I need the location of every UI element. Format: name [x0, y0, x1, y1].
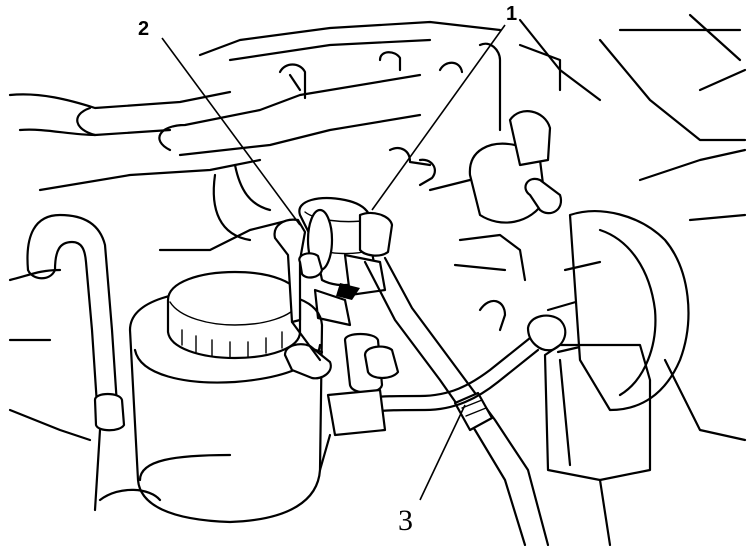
callout-2-label: 2 [138, 18, 149, 40]
engine-background-outlines [8, 13, 747, 442]
callout-3-label: 3 [398, 504, 413, 537]
lower-fittings [318, 332, 400, 472]
radiator-hose [26, 213, 126, 512]
callout-leaders [161, 24, 506, 501]
callout-1-label: 1 [506, 3, 517, 25]
fluid-reservoir [98, 270, 332, 524]
main-hose [363, 256, 550, 546]
right-components [453, 110, 747, 546]
valve-assembly [273, 197, 394, 362]
